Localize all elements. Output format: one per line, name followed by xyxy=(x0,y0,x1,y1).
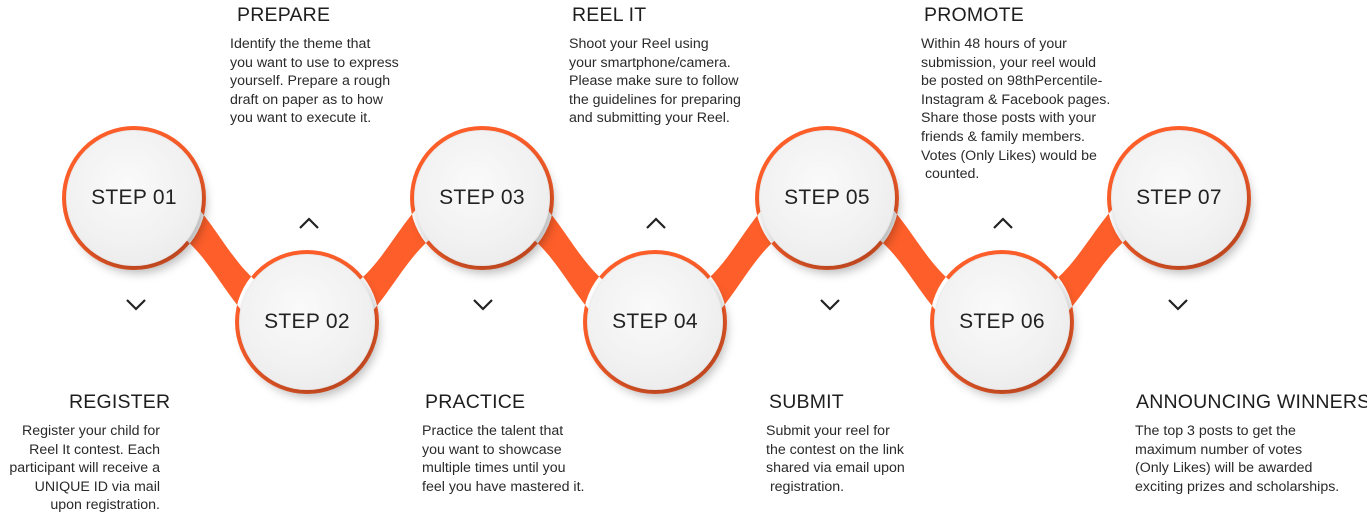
desc-line: Shoot your Reel using xyxy=(569,36,709,52)
desc-line: submission, your reel would xyxy=(921,54,1097,71)
desc-line: Submit your reel for xyxy=(766,423,890,439)
step-02-label: STEP 02 xyxy=(264,310,350,333)
desc-line: exciting prizes and scholarships. xyxy=(1135,478,1340,495)
step-06-description: Within 48 hours of your submission, your… xyxy=(921,35,1110,184)
step-04-description: Shoot your Reel using your smartphone/ca… xyxy=(569,35,741,128)
step-03-circle: STEP 03 xyxy=(414,130,550,266)
chevron-up-icon xyxy=(645,216,667,230)
step-07-description: The top 3 posts to get the maximum numbe… xyxy=(1135,422,1339,496)
step-04-label: STEP 04 xyxy=(612,310,698,333)
chevron-down-icon xyxy=(819,298,841,312)
desc-line: multiple times until you xyxy=(422,460,566,477)
step-02-description: Identify the theme that you want to use … xyxy=(230,35,399,128)
step-07-circle: STEP 07 xyxy=(1111,130,1247,266)
step-05-label: STEP 05 xyxy=(784,186,870,209)
step-04-title: REEL IT xyxy=(572,4,647,26)
step-06-circle: STEP 06 xyxy=(934,254,1070,390)
desc-line: your smartphone/camera. xyxy=(569,54,731,71)
desc-line: you want to use to express xyxy=(230,54,399,71)
desc-line: maximum number of votes xyxy=(1135,441,1303,458)
step-07-label: STEP 07 xyxy=(1136,186,1222,209)
step-05-circle: STEP 05 xyxy=(759,130,895,266)
step-07-title: ANNOUNCING WINNERS xyxy=(1136,391,1367,413)
step-01-circle: STEP 01 xyxy=(66,130,202,266)
desc-line: shared via email upon xyxy=(766,460,905,477)
step-03-label: STEP 03 xyxy=(439,186,525,209)
desc-line: Practice the talent that xyxy=(422,423,564,439)
step-01-description: Register your child for Reel It contest.… xyxy=(9,422,160,515)
desc-line: Votes (Only Likes) would be xyxy=(921,147,1097,164)
desc-line: registration. xyxy=(766,478,845,495)
desc-line: be posted on 98thPercentile- xyxy=(921,73,1103,90)
desc-line: the contest on the link xyxy=(766,441,905,458)
desc-line: Register your child for xyxy=(22,423,160,439)
desc-line: The top 3 posts to get the xyxy=(1135,423,1296,439)
step-03-description: Practice the talent that you want to sho… xyxy=(422,422,584,496)
chevron-down-icon xyxy=(1167,298,1189,312)
desc-line: UNIQUE ID via mail xyxy=(34,478,160,495)
desc-line: feel you have mastered it. xyxy=(422,478,585,495)
desc-line: and submitting your Reel. xyxy=(569,110,730,127)
step-05-title: SUBMIT xyxy=(769,391,844,413)
desc-line: Instagram & Facebook pages. xyxy=(921,91,1111,108)
desc-line: Within 48 hours of your xyxy=(921,36,1067,52)
desc-line: counted. xyxy=(921,166,980,183)
chevron-up-icon xyxy=(298,216,320,230)
desc-line: participant will receive a xyxy=(9,460,160,477)
step-06-title: PROMOTE xyxy=(924,4,1024,26)
desc-line: Identify the theme that xyxy=(230,36,371,52)
step-05-description: Submit your reel for the contest on the … xyxy=(766,422,905,496)
step-01-label: STEP 01 xyxy=(91,186,177,209)
desc-line: friends & family members. xyxy=(921,128,1085,145)
step-04-circle: STEP 04 xyxy=(587,254,723,390)
step-01-title: REGISTER xyxy=(69,391,171,413)
desc-line: Please make sure to follow xyxy=(569,73,739,90)
chevron-down-icon xyxy=(125,298,147,312)
step-02-circle: STEP 02 xyxy=(239,254,375,390)
desc-line: you want to showcase xyxy=(422,441,562,458)
desc-line: Share those posts with your xyxy=(921,110,1097,127)
desc-line: upon registration. xyxy=(50,497,160,514)
chevron-up-icon xyxy=(992,216,1014,230)
step-03-title: PRACTICE xyxy=(425,391,526,413)
desc-line: (Only Likes) will be awarded xyxy=(1135,460,1313,477)
desc-line: you want to execute it. xyxy=(230,110,372,127)
chevron-down-icon xyxy=(472,298,494,312)
desc-line: yourself. Prepare a rough xyxy=(230,73,391,90)
desc-line: draft on paper as to how xyxy=(230,91,384,108)
step-06-label: STEP 06 xyxy=(959,310,1045,333)
desc-line: the guidelines for preparing xyxy=(569,91,741,108)
desc-line: Reel It contest. Each xyxy=(29,441,160,458)
step-02-title: PREPARE xyxy=(237,4,331,26)
